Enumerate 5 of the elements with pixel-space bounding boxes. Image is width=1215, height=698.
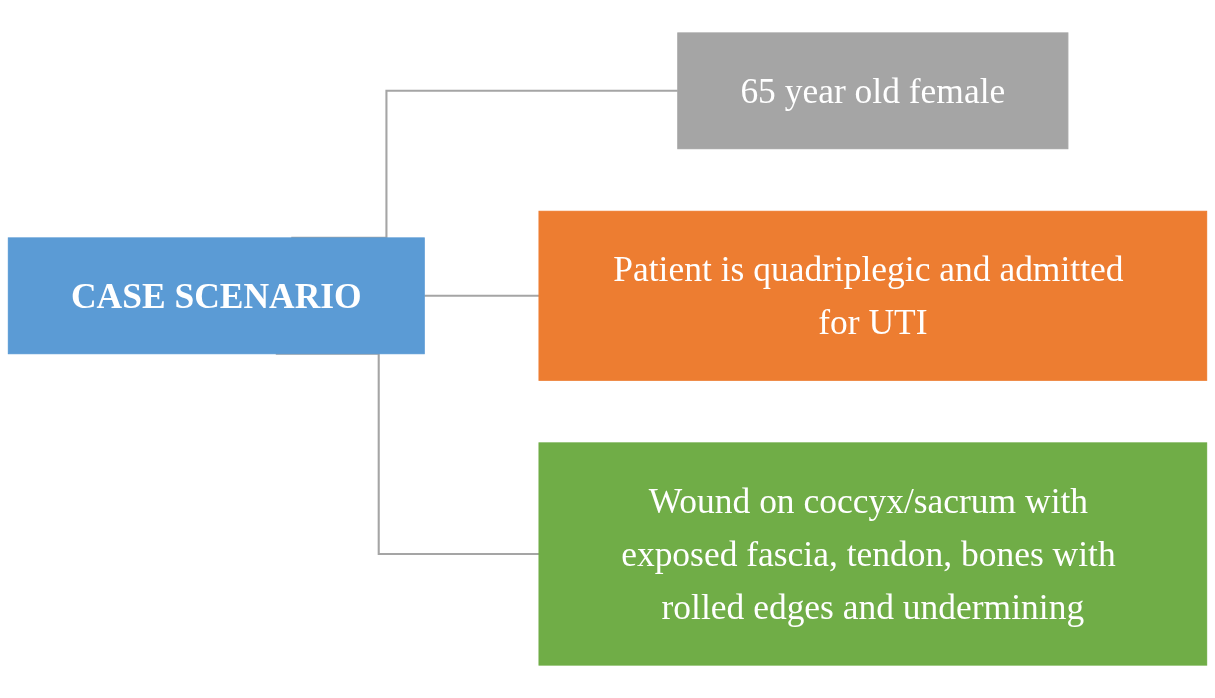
process-box: 65 year old female [677,32,1069,150]
process-box: CASE SCENARIO [7,237,425,355]
process-box: Wound on coccyx/sacrum with exposed fascia, tendon, bones with rolled edges and undermining [538,442,1208,666]
process-box: Patient is quadriplegic and admitted for UTI [538,210,1208,381]
connector [424,294,539,297]
